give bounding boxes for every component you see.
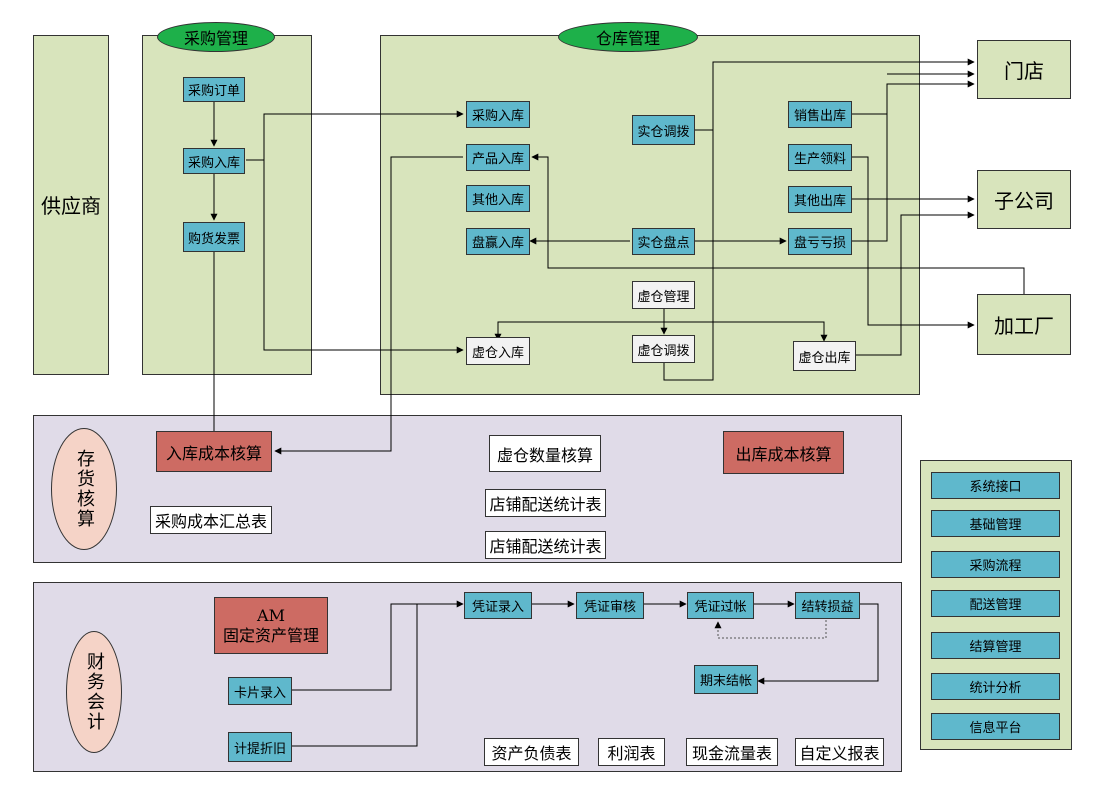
finance-title: 财务会计 [66, 631, 122, 753]
sidebar-item-distribution[interactable]: 配送管理 [931, 590, 1060, 617]
balance-sheet-box[interactable]: 资产负债表 [484, 738, 579, 766]
warehouse-panel [380, 35, 920, 395]
am-line2: 固定资产管理 [222, 625, 319, 645]
wh-loss-box[interactable]: 盘亏亏损 [788, 228, 852, 255]
out-cost-box[interactable]: 出库成本核算 [723, 431, 844, 474]
sidebar-item-purchase[interactable]: 采购流程 [931, 551, 1060, 578]
virtual-qty-box[interactable]: 虚仓数量核算 [489, 435, 601, 472]
wh-product-in-box[interactable]: 产品入库 [466, 144, 530, 171]
wh-other-in-box[interactable]: 其他入库 [466, 185, 530, 212]
sidebar-item-settlement[interactable]: 结算管理 [931, 632, 1060, 659]
store-box[interactable]: 门店 [977, 40, 1071, 99]
wh-stocktake-box[interactable]: 实仓盘点 [632, 228, 695, 255]
wh-other-out-box[interactable]: 其他出库 [788, 186, 852, 213]
sidebar-item-basic[interactable]: 基础管理 [931, 510, 1060, 537]
wh-surplus-in-box[interactable]: 盘赢入库 [466, 228, 530, 255]
wh-transfer-box[interactable]: 实仓调拨 [632, 115, 695, 145]
custom-report-box[interactable]: 自定义报表 [795, 738, 884, 766]
purchase-invoice-box[interactable]: 购货发票 [183, 222, 245, 252]
card-entry-box[interactable]: 卡片录入 [228, 677, 292, 705]
sidebar-item-statistics[interactable]: 统计分析 [931, 673, 1060, 700]
purchase-inbound-box[interactable]: 采购入库 [183, 148, 245, 174]
wh-virtual-transfer-box[interactable]: 虚仓调拨 [632, 335, 695, 363]
store-stats-box-1[interactable]: 店铺配送统计表 [485, 489, 606, 517]
carry-over-box[interactable]: 结转损益 [795, 592, 860, 619]
supplier-panel [33, 35, 109, 375]
factory-box[interactable]: 加工厂 [977, 294, 1071, 355]
purchase-title: 采购管理 [157, 22, 275, 52]
supplier-label: 供应商 [41, 194, 101, 218]
wh-purchase-in-box[interactable]: 采购入库 [466, 101, 530, 128]
voucher-entry-box[interactable]: 凭证录入 [464, 592, 532, 619]
store-stats-box-2[interactable]: 店铺配送统计表 [485, 531, 606, 559]
subsidiary-box[interactable]: 子公司 [977, 170, 1071, 229]
in-cost-box[interactable]: 入库成本核算 [156, 431, 272, 472]
sidebar-item-interface[interactable]: 系统接口 [931, 472, 1060, 499]
am-box[interactable]: AM 固定资产管理 [214, 597, 328, 654]
wh-sales-out-box[interactable]: 销售出库 [788, 101, 852, 128]
income-box[interactable]: 利润表 [598, 738, 665, 766]
wh-virtual-mgmt-box[interactable]: 虚仓管理 [632, 281, 695, 309]
warehouse-title: 仓库管理 [558, 22, 698, 52]
wh-virtual-in-box[interactable]: 虚仓入库 [466, 337, 530, 365]
period-close-box[interactable]: 期末结帐 [694, 665, 758, 694]
am-line1: AM [257, 605, 285, 625]
wh-production-issue-box[interactable]: 生产领料 [788, 144, 852, 171]
purchase-summary-box[interactable]: 采购成本汇总表 [150, 506, 272, 534]
voucher-audit-box[interactable]: 凭证审核 [576, 592, 644, 619]
sidebar-item-info-platform[interactable]: 信息平台 [931, 713, 1060, 740]
purchase-order-box[interactable]: 采购订单 [183, 77, 245, 102]
inventory-title: 存货核算 [51, 428, 117, 550]
cashflow-box[interactable]: 现金流量表 [686, 738, 778, 766]
voucher-post-box[interactable]: 凭证过帐 [687, 592, 754, 619]
wh-virtual-out-box[interactable]: 虚仓出库 [793, 341, 856, 371]
depreciation-box[interactable]: 计提折旧 [228, 732, 292, 762]
